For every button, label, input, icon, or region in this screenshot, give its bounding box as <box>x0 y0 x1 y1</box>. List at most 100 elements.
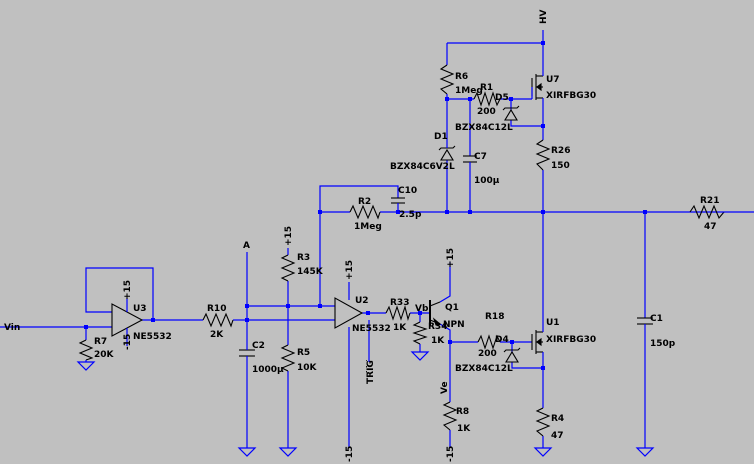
mosfet-u7[interactable] <box>531 70 544 100</box>
label-r6-ref: R6 <box>455 72 468 82</box>
label-r7-ref: R7 <box>94 337 107 347</box>
mosfet-u1[interactable] <box>531 328 544 356</box>
label-u3-ref: U3 <box>133 304 147 314</box>
net-label-vb: Vb <box>415 304 429 314</box>
label-r26-ref: R26 <box>551 146 570 156</box>
ground-symbol-r7 <box>76 361 96 371</box>
label-c10-ref: C10 <box>398 186 417 196</box>
label-r1-ref: R1 <box>480 83 493 93</box>
resistor-r7[interactable] <box>78 337 94 362</box>
label-r26-value: 150 <box>551 161 570 171</box>
label-r5-ref: R5 <box>297 348 310 358</box>
label-c10-value: 2.5p <box>399 210 422 220</box>
label-u7-value: XIRFBG30 <box>546 91 596 101</box>
resistor-r6[interactable] <box>439 64 455 95</box>
supply-label-u2-pos: +15 <box>345 260 355 280</box>
label-u1-ref: U1 <box>546 318 560 328</box>
label-r10-value: 2K <box>210 330 224 340</box>
ground-symbol-c2 <box>237 447 257 457</box>
ground-symbol-r34 <box>410 351 430 361</box>
label-r7-value: 20K <box>94 350 115 360</box>
zener-diode-d4[interactable] <box>503 347 521 363</box>
label-c1-ref: C1 <box>650 314 663 324</box>
label-c2-ref: C2 <box>252 341 265 351</box>
resistor-r3[interactable] <box>280 254 296 282</box>
opamp-u3[interactable] <box>111 298 144 346</box>
supply-label-r3: +15 <box>284 226 294 246</box>
label-u2-ref: U2 <box>355 296 369 306</box>
supply-label-u2-neg: -15 <box>345 446 355 462</box>
label-d1-ref: D1 <box>434 132 448 142</box>
label-d1-value: BZX84C6V2L <box>390 162 455 172</box>
resistor-r33[interactable] <box>385 305 411 321</box>
label-r3-ref: R3 <box>297 253 310 263</box>
label-r33-ref: R33 <box>390 298 409 308</box>
opamp-u2[interactable] <box>334 297 364 329</box>
net-label-ve: Ve <box>440 381 450 394</box>
label-r8-ref: R8 <box>456 407 469 417</box>
zener-diode-d1[interactable] <box>438 140 456 161</box>
label-r8-value: 1K <box>457 424 471 434</box>
label-r2-ref: R2 <box>358 197 371 207</box>
resistor-r26[interactable] <box>535 139 551 171</box>
label-r21-value: 47 <box>704 222 717 232</box>
resistor-r10[interactable] <box>202 312 234 328</box>
label-c1-value: 150p <box>650 339 676 349</box>
label-r18-value: 200 <box>478 349 497 359</box>
label-u7-ref: U7 <box>546 75 560 85</box>
label-q1-value: NPN <box>443 320 465 330</box>
label-r4-value: 47 <box>551 431 564 441</box>
resistor-r34[interactable] <box>412 321 428 345</box>
label-q1-ref: Q1 <box>445 303 459 313</box>
wires <box>0 30 754 448</box>
transistor-q1[interactable] <box>429 300 442 326</box>
capacitor-c10[interactable] <box>391 197 405 208</box>
label-r3-value: 145K <box>297 267 324 277</box>
label-r21-ref: R21 <box>700 196 719 206</box>
label-r34-value: 1K <box>431 336 445 346</box>
ground-symbol-r5 <box>278 447 298 457</box>
resistor-r2[interactable] <box>349 204 381 220</box>
label-c7-value: 100µ <box>474 176 500 186</box>
label-r2-value: 1Meg <box>354 222 382 232</box>
label-u3-value: NE5532 <box>133 332 172 342</box>
capacitor-c1[interactable] <box>637 317 653 328</box>
label-r5-value: 10K <box>297 363 318 373</box>
label-u1-value: XIRFBG30 <box>546 335 596 345</box>
capacitor-c2[interactable] <box>239 342 255 370</box>
net-label-trig: TRIG <box>366 360 376 384</box>
label-u2-value: NE5532 <box>352 324 391 334</box>
label-d5-value: BZX84C12L <box>455 123 513 133</box>
label-r10-ref: R10 <box>207 304 226 314</box>
zener-diode-d5[interactable] <box>502 105 520 121</box>
resistor-r21[interactable] <box>689 204 725 220</box>
resistor-r1[interactable] <box>473 91 501 107</box>
label-d4-value: BZX84C12L <box>455 364 513 374</box>
net-label-hv: HV <box>539 9 549 24</box>
supply-label-r8: -15 <box>446 446 456 462</box>
resistor-r5[interactable] <box>280 344 296 372</box>
resistor-r4[interactable] <box>535 407 551 437</box>
label-r18-ref: R18 <box>485 312 504 322</box>
label-c2-value: 1000µ <box>252 365 284 375</box>
label-r6-value: 1Meg <box>455 86 483 96</box>
ground-symbol-c1 <box>635 447 655 457</box>
net-label-vin: Vin <box>4 323 20 333</box>
resistor-r18[interactable] <box>477 334 501 350</box>
label-c7-ref: C7 <box>474 152 487 162</box>
resistor-r8[interactable] <box>442 401 458 431</box>
label-r34-ref: R34 <box>428 322 447 332</box>
label-r4-ref: R4 <box>551 414 564 424</box>
junction-dots <box>84 41 647 370</box>
supply-label-u3-pos: +15 <box>123 280 133 300</box>
label-d5-ref: D5 <box>495 93 509 103</box>
label-d4-ref: D4 <box>495 335 509 345</box>
capacitor-c7[interactable] <box>463 155 477 166</box>
ground-symbol-r4 <box>533 447 553 457</box>
supply-label-q1: +15 <box>446 248 456 268</box>
label-r1-value: 200 <box>477 107 496 117</box>
net-label-a: A <box>243 241 250 251</box>
supply-label-u3-neg: -15 <box>123 334 133 350</box>
label-r33-value: 1K <box>393 323 407 333</box>
